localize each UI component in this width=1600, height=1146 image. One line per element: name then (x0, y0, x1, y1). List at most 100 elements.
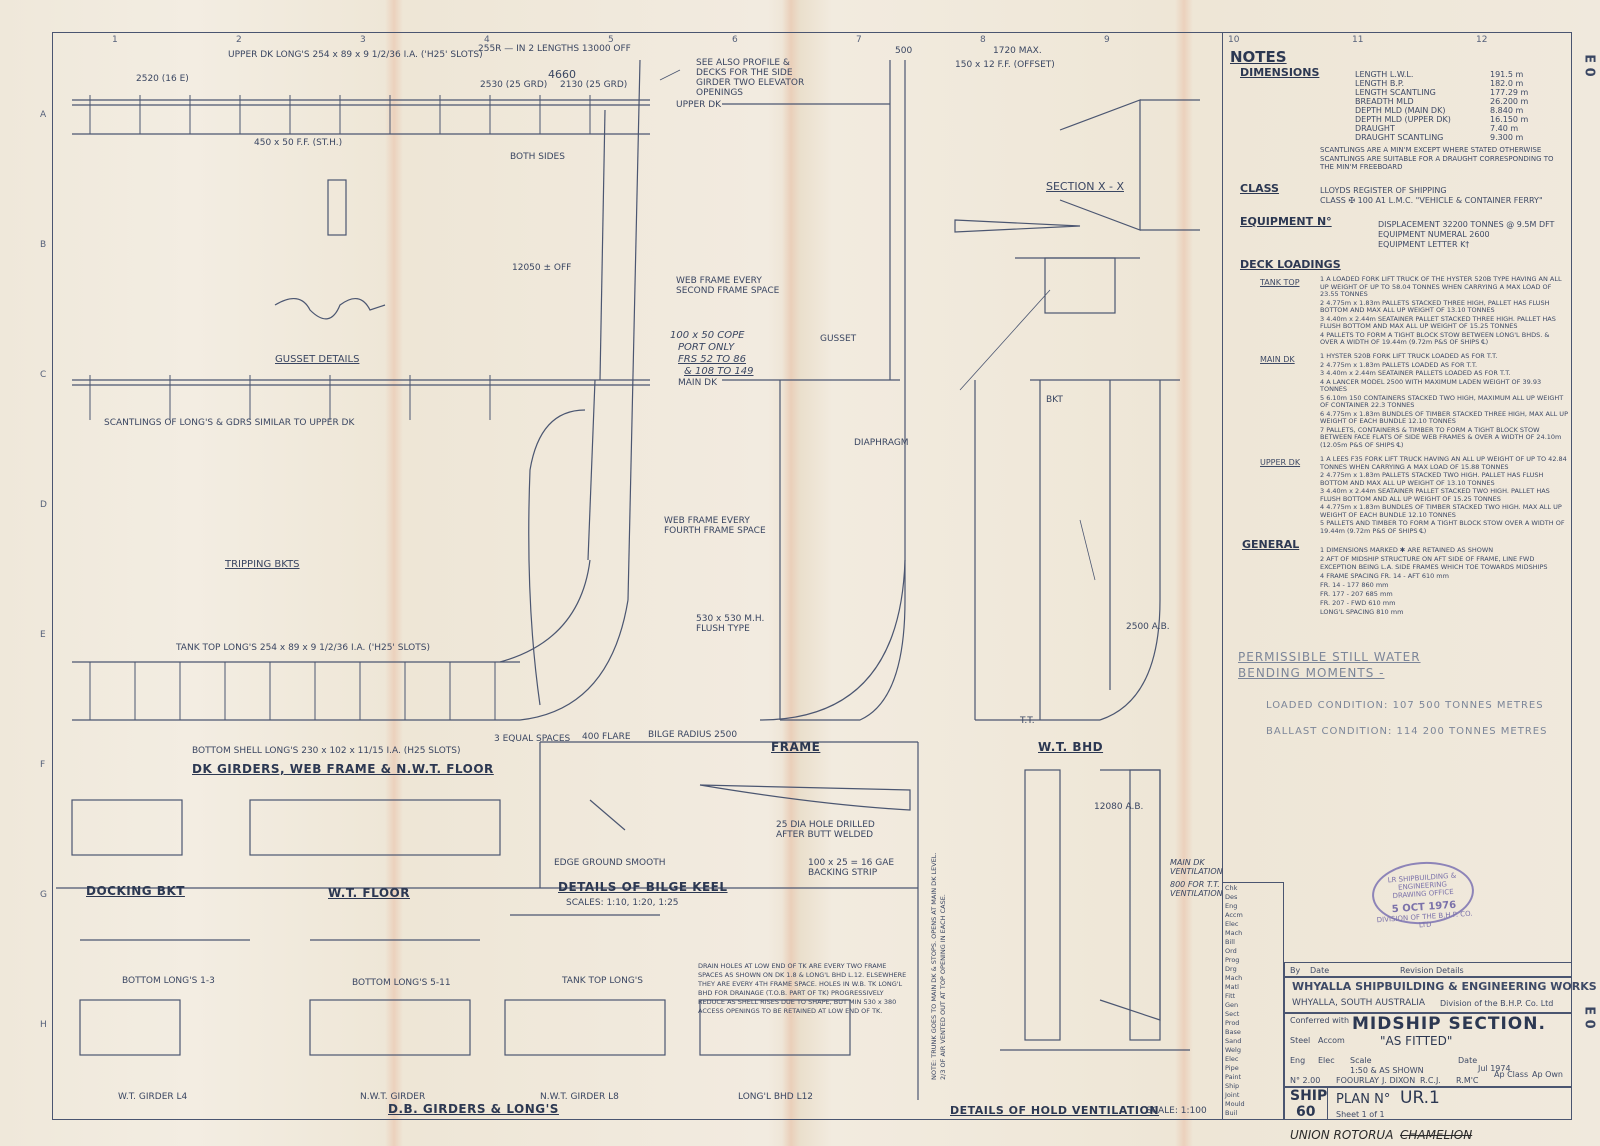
date-value: Jul 1974 (1478, 1064, 1511, 1073)
grid-side-label: B (40, 240, 47, 250)
deck-loadings-heading: DECK LOADINGS (1240, 258, 1341, 271)
port-only-note: PORT ONLY (678, 342, 735, 353)
accom-label: Accom (1318, 1036, 1345, 1045)
general-note-item: FR. 177 - 207 685 mm (1320, 590, 1393, 598)
company-location: WHYALLA, SOUTH AUSTRALIA (1292, 998, 1426, 1008)
tt-label: T.T. (1020, 716, 1035, 726)
revision-details: Revision Details (1400, 966, 1464, 975)
checklist-item: Buil (1225, 1109, 1238, 1117)
grid-top-label: 6 (732, 35, 738, 45)
dimension-label: DRAUGHT (1355, 124, 1395, 133)
drawing-title: MIDSHIP SECTION. (1352, 1014, 1546, 1034)
dimension-label: BREADTH MLD (1355, 97, 1414, 106)
checklist-item: Mach (1225, 974, 1243, 982)
ballast-condition: BALLAST CONDITION: 114 200 TONNES METRES (1266, 726, 1548, 737)
bilge-keel-title: DETAILS OF BILGE KEEL (558, 880, 728, 894)
upper-dk-label: UPPER DK (676, 100, 722, 110)
steel-label: Steel (1290, 1036, 1311, 1045)
checklist-item: Base (1225, 1028, 1241, 1036)
edge-ground-note: EDGE GROUND SMOOTH (554, 858, 666, 868)
tank-top-long-note: TANK TOP LONG'S 254 x 89 x 9 1/2/36 I.A.… (176, 643, 430, 653)
general-note-item: FR. 14 - 177 860 mm (1320, 581, 1389, 589)
upper-dk-heading: UPPER DK (1260, 458, 1301, 467)
sr-note: 255R — IN 2 LENGTHS 13000 OFF (478, 44, 631, 54)
elec-label: Elec (1318, 1056, 1335, 1065)
dimension-value: 26.200 m (1490, 97, 1529, 106)
checklist-item: Drg (1225, 965, 1237, 973)
tank-top-loading-item: 1 A LOADED FORK LIFT TRUCK OF THE HYSTER… (1320, 275, 1562, 298)
checklist-item: Des (1225, 893, 1238, 901)
scantlings-note-1: SCANTLINGS ARE A MIN'M EXCEPT WHERE STAT… (1320, 146, 1542, 154)
checklist-item: Chk (1225, 884, 1238, 892)
web-frame-every-note: WEB FRAME EVERY SECOND FRAME SPACE (676, 276, 780, 296)
wt-bhd-title: W.T. BHD (1038, 740, 1104, 754)
ventilation-note: NOTE: TRUNK GOES TO MAIN DK & STOPS. OPE… (930, 852, 947, 1081)
checklist-item: Accm (1225, 911, 1243, 919)
paper-fold (385, 0, 403, 1146)
main-dk-loading-item: 6 4.775m x 1.83m BUNDLES OF TIMBER STACK… (1320, 409, 1568, 425)
grid-side-label: G (40, 890, 47, 900)
ship-label: SHIP (1290, 1088, 1328, 1104)
rule (1284, 1012, 1572, 1014)
checklist-item: Ord (1225, 947, 1237, 955)
conferred-label: Conferred with (1290, 1016, 1350, 1025)
notes-title: NOTES (1230, 48, 1287, 66)
drawing-border (52, 32, 1572, 1120)
nwt-girder-l8: N.W.T. GIRDER L8 (540, 1092, 619, 1102)
upper-dk-loading-item: 1 A LEES F35 FORK LIFT TRUCK HAVING AN A… (1320, 455, 1567, 471)
frame-title: FRAME (771, 740, 821, 754)
section-xx-title: SECTION X - X (1046, 180, 1124, 193)
checklist-item: Joint (1225, 1091, 1240, 1099)
flat-bar-note: 450 x 50 F.F. (ST.H.) (254, 138, 343, 148)
bilge-keel-scales: SCALES: 1:10, 1:20, 1:25 (566, 898, 679, 908)
dim-4660: 4660 (548, 68, 576, 81)
wt-girder-l4: W.T. GIRDER L4 (118, 1092, 188, 1102)
checklist-item: Ship (1225, 1082, 1240, 1090)
main-dk-label: MAIN DK (678, 378, 718, 388)
dimension-value: 9.300 m (1490, 133, 1524, 142)
ap-own-label: Ap Own (1532, 1070, 1564, 1079)
checklist-item: Welg (1225, 1046, 1241, 1054)
main-dk-loading-item: 2 4.775m x 1.83m PALLETS LOADED AS FOR T… (1320, 360, 1478, 369)
checklist-item: Pipe (1225, 1064, 1239, 1072)
main-dk-loading-item: 7 PALLETS, CONTAINERS & TIMBER TO FORM A… (1320, 425, 1562, 449)
drawn-by: FOOURLAY (1336, 1076, 1379, 1085)
tripping-bkts-title: TRIPPING BKTS (225, 559, 300, 570)
grid-top-label: 11 (1352, 35, 1364, 45)
dimension-value: 8.840 m (1490, 106, 1524, 115)
dim-2500-ab: 2500 A.B. (1126, 622, 1170, 632)
dim-2530: 2530 (25 GRD) (480, 80, 548, 90)
checklist-item: Prod (1225, 1019, 1240, 1027)
dimension-value: 7.40 m (1490, 124, 1519, 133)
tank-top-loading-item: 3 4.40m x 2.44m SEATAINER PALLET STACKED… (1320, 314, 1556, 330)
cope-note: 100 x 50 COPE (670, 330, 745, 341)
checklist-item: Sect (1225, 1010, 1240, 1018)
dimension-label: DEPTH MLD (MAIN DK) (1355, 106, 1446, 115)
see-also-note: SEE ALSO PROFILE & DECKS FOR THE SIDE GI… (696, 58, 805, 98)
dk-girders-title: DK GIRDERS, WEB FRAME & N.W.T. FLOOR (192, 762, 494, 776)
checklist-item: Eng (1225, 902, 1238, 910)
handwritten-ship-name: UNION ROTORUA (1290, 1128, 1394, 1142)
drawing-subtitle: "AS FITTED" (1380, 1034, 1453, 1048)
dim-500: 500 (895, 46, 913, 56)
tank-top-loading-item: 4 PALLETS TO FORM A TIGHT BLOCK STOW BET… (1320, 330, 1550, 346)
tank-top-loading-item: 2 4.775m x 1.83m PALLETS STACKED THREE H… (1320, 298, 1550, 314)
grid-side-label: D (40, 500, 47, 510)
tt-ventilation-note: 800 FOR T.T. VENTILATION (1170, 880, 1223, 898)
bending-moments-heading-1: PERMISSIBLE STILL WATER (1238, 650, 1421, 664)
grid-side-label: F (40, 760, 46, 770)
bottom-long-5-11: BOTTOM LONG'S 5-11 (352, 978, 451, 988)
grid-side-label: E (40, 630, 46, 640)
equipment-line-3: EQUIPMENT LETTER K† (1378, 240, 1470, 249)
general-note-item: LONG'L SPACING 810 mm (1320, 608, 1404, 616)
dimension-label: DRAUGHT SCANTLING (1355, 133, 1444, 142)
upper-dk-loading-item: 3 4.40m x 2.44m SEATAINER PALLET STACKED… (1320, 487, 1550, 503)
hold-ventilation-scale: SCALE: 1:100 (1146, 1106, 1207, 1116)
tank-top-long-label: TANK TOP LONG'S (562, 976, 643, 986)
gusset-details-title: GUSSET DETAILS (275, 354, 360, 365)
frames-note: FRS 52 TO 86 (678, 354, 747, 365)
web-frame-every4-note: WEB FRAME EVERY FOURTH FRAME SPACE (664, 516, 766, 536)
longl-bhd-l12: LONG'L BHD L12 (738, 1092, 814, 1102)
upper-dk-loading-item: 5 PALLETS AND TIMBER TO FORM A TIGHT BLO… (1320, 519, 1565, 535)
